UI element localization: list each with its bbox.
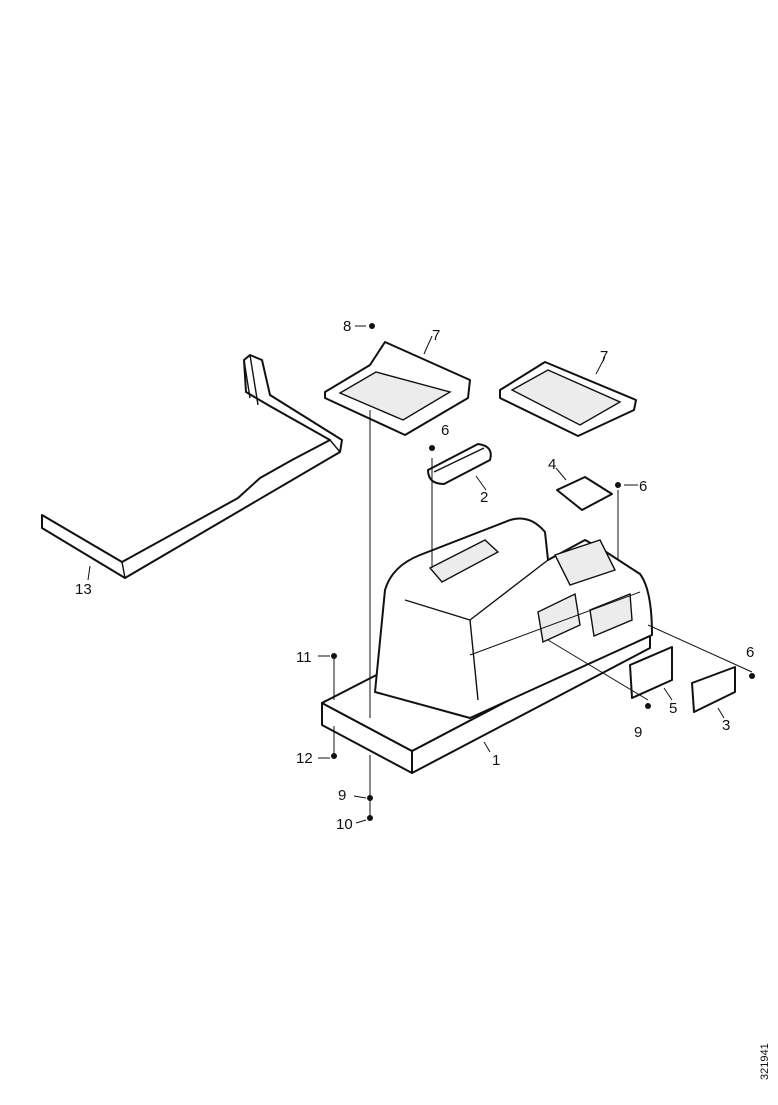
- callout-7-right: 7: [600, 348, 608, 365]
- screw-11: [331, 653, 337, 659]
- part-3-panel: [691, 666, 736, 713]
- screw-8: [369, 323, 375, 329]
- part-13-side-rail: [41, 354, 343, 579]
- callout-labels: 8 7 7 6 2 4 6 13 11 6 5 9 3 12 1 9 10: [75, 318, 754, 833]
- screw-12: [331, 753, 337, 759]
- callout-10: 10: [336, 816, 353, 833]
- callout-9-right: 9: [634, 724, 642, 741]
- callout-3: 3: [722, 717, 730, 734]
- callout-13: 13: [75, 581, 92, 598]
- callout-6-far-right: 6: [746, 644, 754, 661]
- washer-9: [367, 795, 373, 801]
- callout-11: 11: [296, 649, 312, 666]
- part-7-frame-left: [324, 341, 471, 436]
- part-1-housing: [321, 517, 653, 774]
- callout-4: 4: [548, 456, 556, 473]
- screw-6-c: [749, 673, 755, 679]
- figure-id: 321941: [759, 1043, 771, 1080]
- screw-9: [645, 703, 651, 709]
- screw-6-b: [615, 482, 621, 488]
- part-2-cover: [427, 443, 492, 485]
- nut-10: [367, 815, 373, 821]
- callout-1: 1: [492, 752, 500, 769]
- callout-8: 8: [343, 318, 351, 335]
- part-5-panel: [629, 646, 673, 699]
- assembly-lines: [333, 410, 753, 816]
- callout-leaders: [87, 325, 725, 824]
- callout-6-right: 6: [639, 478, 647, 495]
- callout-9: 9: [338, 787, 346, 804]
- callout-6-top: 6: [441, 422, 449, 439]
- part-7-frame-right: [499, 361, 637, 437]
- screw-6-a: [429, 445, 435, 451]
- callout-2: 2: [480, 489, 488, 506]
- callout-5: 5: [669, 700, 677, 717]
- fastener-dots: [331, 323, 755, 821]
- callout-7-left: 7: [432, 327, 440, 344]
- part-4-plate: [556, 476, 613, 511]
- callout-12: 12: [296, 750, 313, 767]
